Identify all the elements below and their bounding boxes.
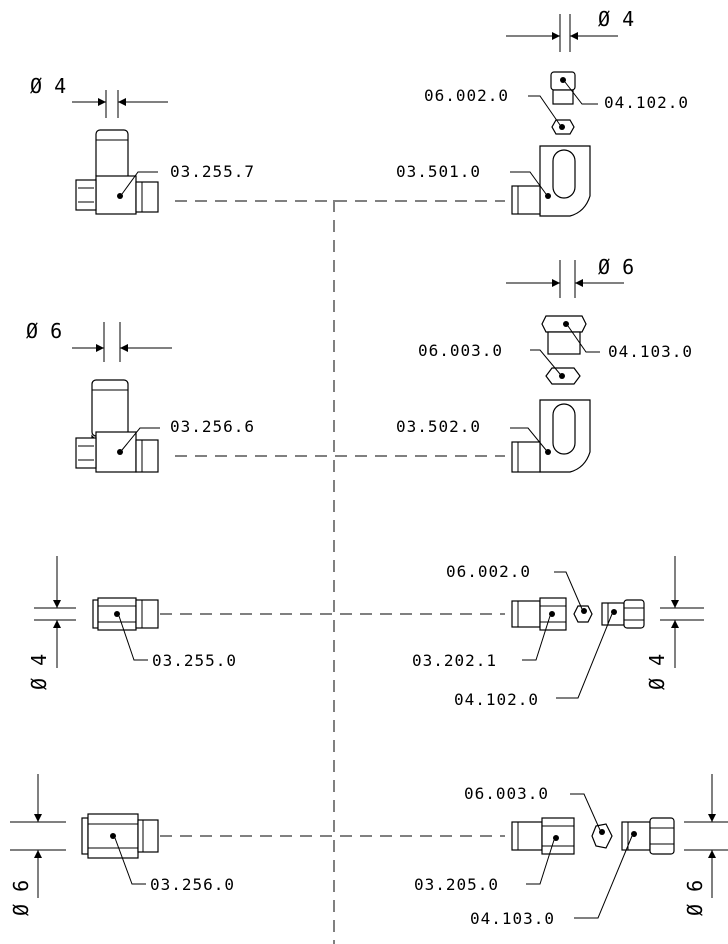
connector-03-202-1 [511, 597, 567, 661]
label-04-103-0-b: 04.103.0 [470, 909, 555, 928]
label-06-002-0-b: 06.002.0 [446, 562, 531, 581]
label-03-256-6: 03.256.6 [170, 417, 255, 436]
ferrule-06-002-0 [528, 95, 575, 135]
dim-label-d8: Ø 6 [683, 880, 707, 916]
ferrule-06-003-0 [530, 349, 581, 385]
label-03-502-0: 03.502.0 [396, 417, 481, 436]
label-04-102-0-a: 04.102.0 [604, 93, 689, 112]
straight-fitting-03-256-0 [81, 813, 159, 885]
dim-label-d2: Ø 4 [598, 7, 634, 31]
label-03-202-1: 03.202.1 [412, 651, 497, 670]
dimension-d4 [506, 260, 624, 298]
label-06-003-0-b: 06.003.0 [464, 784, 549, 803]
dim-label-d4: Ø 6 [598, 255, 634, 279]
bulkhead-03-502-0 [510, 399, 591, 473]
nut-04-102-0 [550, 71, 598, 105]
dim-label-d5: Ø 4 [27, 654, 51, 690]
dimension-d2 [506, 14, 618, 52]
straight-fitting-03-255-0 [92, 597, 159, 661]
label-04-103-0-a: 04.103.0 [608, 342, 693, 361]
label-03-255-0: 03.255.0 [152, 651, 237, 670]
label-06-003-0-a: 06.003.0 [418, 341, 503, 360]
label-03-205-0: 03.205.0 [414, 875, 499, 894]
dimension-d8 [684, 774, 728, 898]
elbow-fitting-03-255-7 [75, 129, 159, 215]
bulkhead-03-501-0 [510, 145, 591, 217]
label-04-102-0-b: 04.102.0 [454, 690, 539, 709]
nut-04-103-0 [541, 315, 600, 355]
nut-04-103-0-b [574, 817, 675, 919]
dimension-d6 [660, 556, 704, 668]
label-03-501-0: 03.501.0 [396, 162, 481, 181]
dim-label-d6: Ø 4 [645, 654, 669, 690]
ferrule-06-002-0-b [554, 571, 593, 623]
dimension-d1 [72, 90, 168, 118]
elbow-fitting-03-256-6 [75, 379, 160, 473]
dimension-d3 [72, 322, 172, 362]
label-03-256-0: 03.256.0 [150, 875, 235, 894]
dimension-d5 [34, 556, 76, 668]
label-03-255-7: 03.255.7 [170, 162, 255, 181]
label-06-002-0-a: 06.002.0 [424, 86, 509, 105]
ferrule-06-003-0-b [570, 793, 613, 849]
dim-label-d3: Ø 6 [26, 319, 62, 343]
connector-03-205-0 [511, 817, 575, 885]
dim-label-d1: Ø 4 [30, 74, 66, 98]
dim-label-d7: Ø 6 [9, 880, 33, 916]
dimension-d7 [10, 774, 66, 898]
nut-04-102-0-b [556, 599, 645, 699]
